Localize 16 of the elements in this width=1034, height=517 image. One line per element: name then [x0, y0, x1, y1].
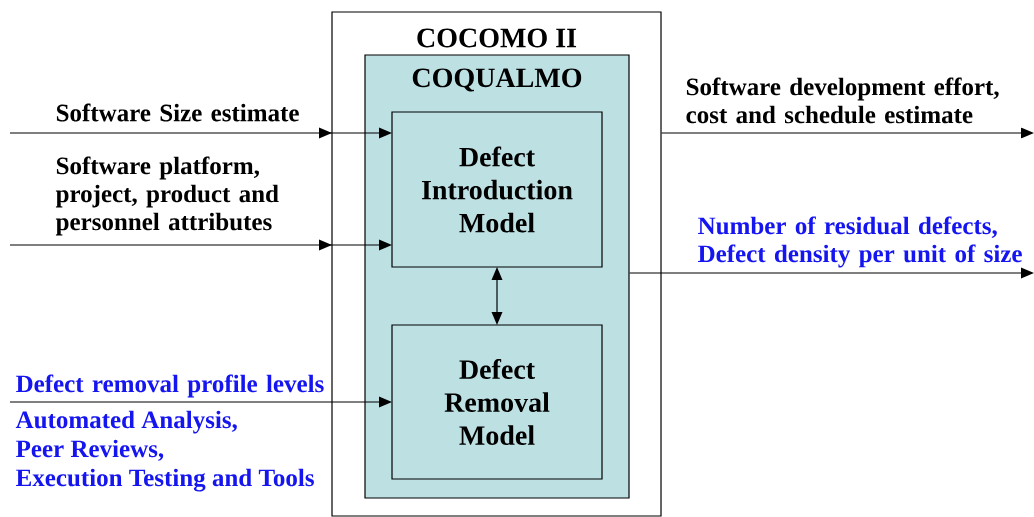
arrow — [491, 267, 503, 325]
edge-label: Defect removal profile levels — [16, 374, 324, 398]
edge-label: Software development effort, cost and schedule estimate — [686, 77, 999, 124]
arrow — [9, 396, 392, 408]
input-label: Automated Analysis, — [15, 410, 237, 434]
edge-label: Software platform, project, product and personnel attributes — [55, 156, 279, 236]
arrow — [9, 127, 392, 139]
model-box: Defect Removal Model — [391, 324, 603, 480]
arrow — [661, 127, 1034, 139]
input-label: Peer Reviews, — [16, 439, 164, 461]
edge-label: Software Size estimate — [56, 103, 299, 122]
model-box: Defect Introduction Model — [391, 111, 603, 268]
edge-label: Number of residual defects, Defect density per unit of size — [698, 216, 1022, 268]
arrow — [9, 239, 392, 251]
arrow — [629, 267, 1034, 279]
input-label: Execution Testing and Tools — [16, 468, 314, 492]
